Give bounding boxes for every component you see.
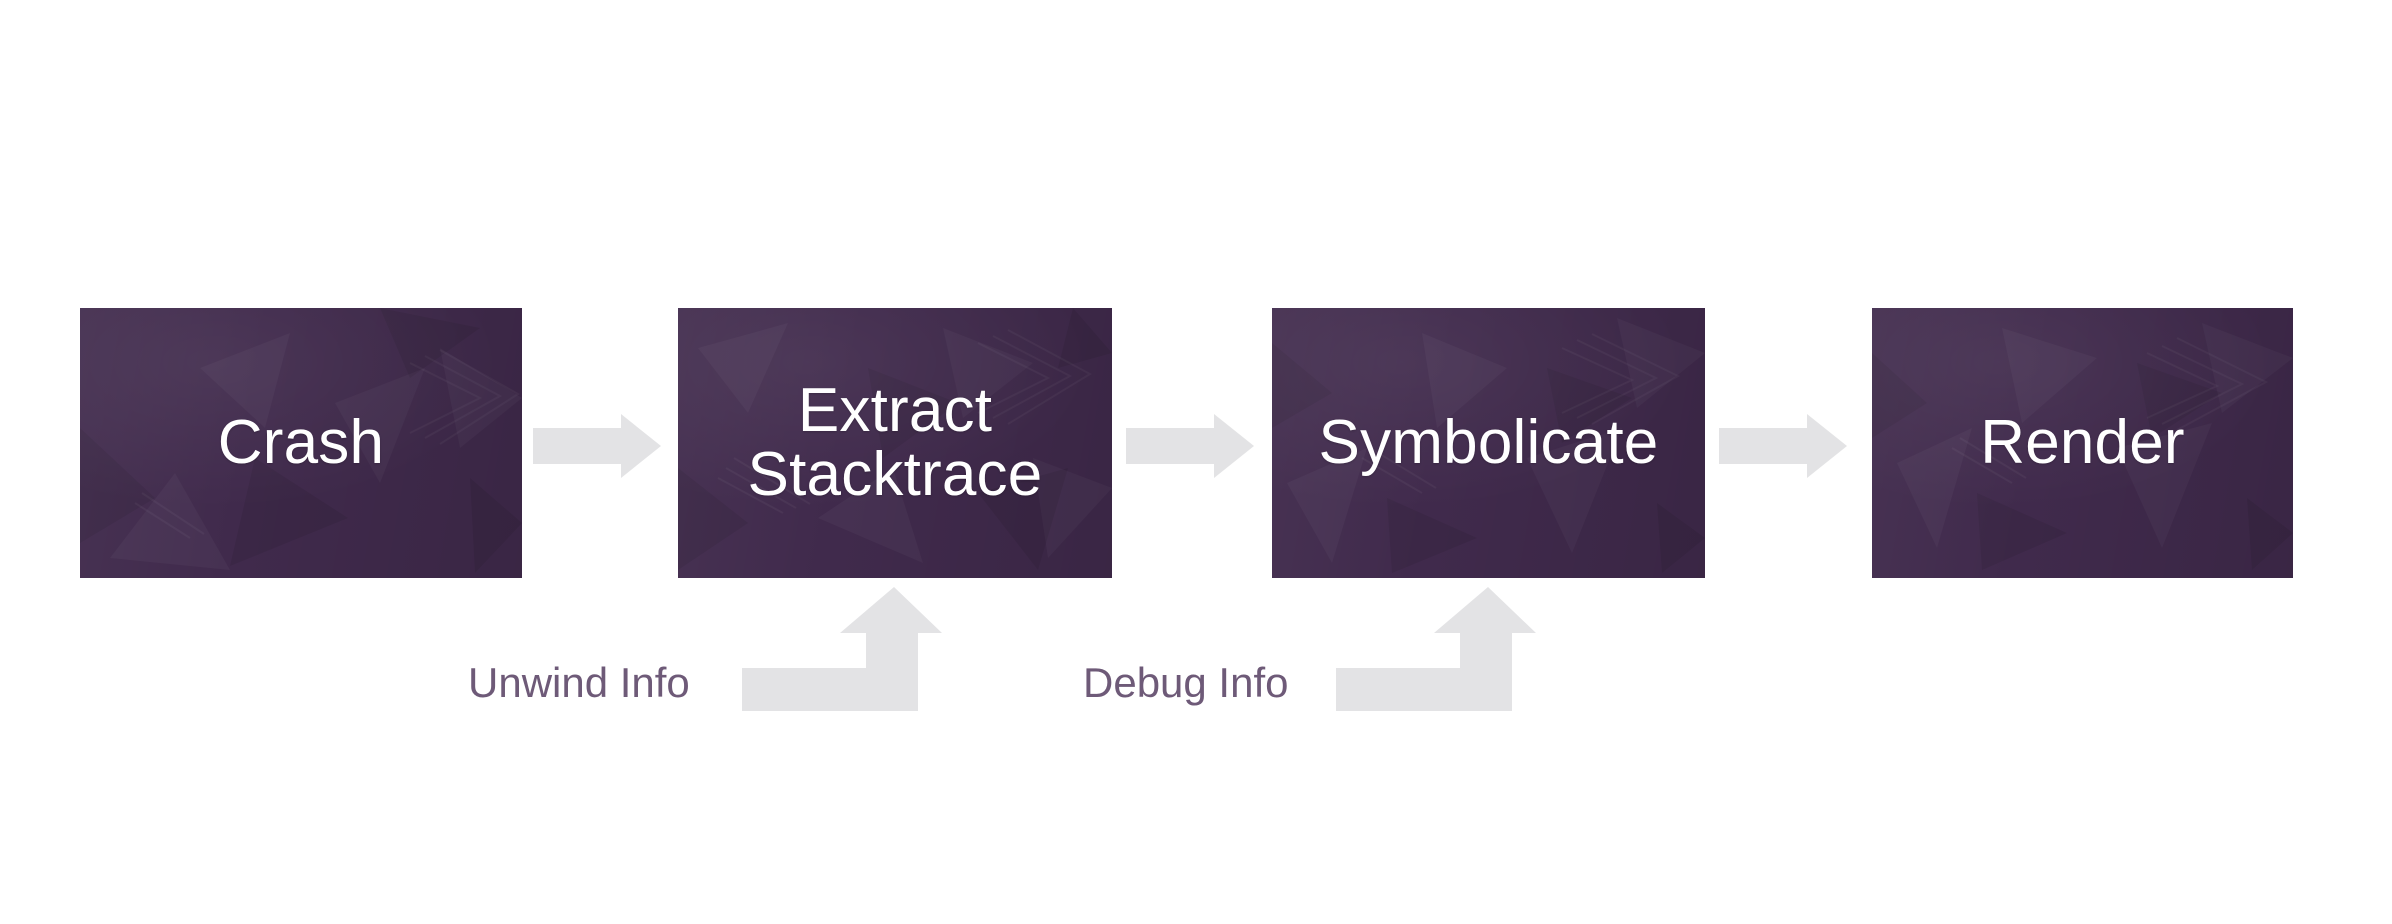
bent-up-arrow-icon-unwind-info (742, 585, 942, 711)
process-box-symbolicate[interactable]: Symbolicate (1272, 308, 1705, 578)
right-arrow-icon-extract-to-symbolicate (1126, 414, 1254, 478)
process-label: Crash (217, 408, 385, 478)
input-label-unwind-info: Unwind Info (468, 659, 690, 706)
input-label-debug-info: Debug Info (1083, 659, 1289, 706)
process-box-extract-stacktrace[interactable]: Extract Stacktrace (678, 308, 1112, 578)
process-label: Render (1980, 408, 2185, 478)
process-box-render[interactable]: Render (1872, 308, 2293, 578)
process-label: Extract Stacktrace (747, 376, 1043, 509)
right-arrow-icon-crash-to-extract (533, 414, 661, 478)
process-label: Symbolicate (1318, 408, 1659, 478)
right-arrow-icon-symbolicate-to-render (1719, 414, 1847, 478)
process-box-crash[interactable]: Crash (80, 308, 522, 578)
bent-up-arrow-icon-debug-info (1336, 585, 1536, 711)
